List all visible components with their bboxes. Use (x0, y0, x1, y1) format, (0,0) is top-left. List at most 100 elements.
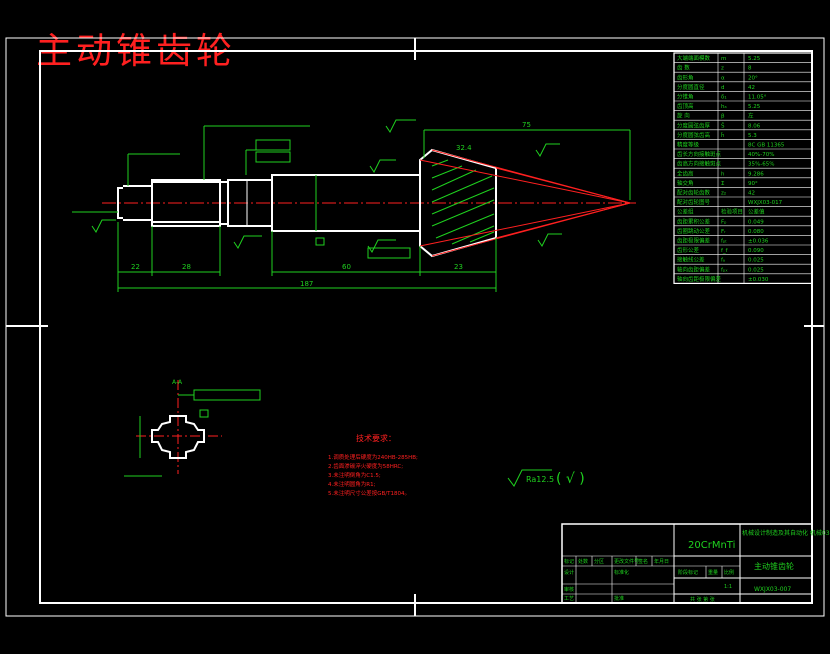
tb-label: 设计 (564, 569, 574, 576)
tb-label: 批准 (614, 595, 624, 602)
table-cell-value: 8C GB 11365 (748, 143, 785, 149)
dim-28: 28 (182, 263, 191, 271)
table-cell-value: 5.3 (748, 133, 757, 139)
tech-req-item: 2.齿面渗碳淬火硬度为58HRC; (328, 462, 403, 470)
table-cell-symbol: α (721, 75, 725, 81)
tb-label: 重量 (708, 569, 718, 576)
tech-req-item: 5.未注明尺寸公差按GB/T1804。 (328, 489, 410, 497)
table-cell-value: 公差值 (748, 208, 765, 216)
tb-label: 审核 (564, 586, 574, 593)
tb-label: 阶段标记 (678, 569, 698, 576)
table-cell-symbol: Fᵣ (721, 229, 726, 235)
table-cell-value: 0.025 (748, 258, 764, 264)
tb-label: 标准化 (614, 569, 629, 576)
table-cell-name: 轴向齿距偏差 (677, 265, 711, 273)
table-cell-name: 分度圆弦齿高 (677, 131, 711, 139)
table-cell-name: 配对齿轮图号 (677, 198, 711, 206)
table-cell-value: 20° (748, 75, 758, 81)
tech-req-item: 4.未注明圆角为R1; (328, 480, 376, 488)
shaft-view: 22 28 60 23 187 75 32.4 (72, 119, 636, 292)
table-cell-name: 齿形角 (677, 73, 694, 81)
table-cell-name: 齿顶高 (677, 102, 694, 110)
table-cell-name: 配对齿轮齿数 (677, 189, 711, 197)
table-cell-value: 0.080 (748, 229, 764, 235)
table-cell-symbol: fₐ (721, 258, 725, 264)
table-cell-value: 40%-70% (748, 152, 774, 158)
table-cell-symbol: 检验项目 (721, 208, 743, 216)
table-cell-name: 分度圆直径 (677, 83, 705, 91)
part-name: 主动锥齿轮 (754, 561, 794, 571)
table-cell-symbol: m (721, 56, 726, 62)
table-cell-value: 42 (748, 85, 755, 91)
tech-req-item: 1.调质处理后硬度为240HB-285HB; (328, 453, 418, 461)
dim-187: 187 (300, 280, 313, 288)
sheet-count: 共 张 第 张 (690, 596, 715, 603)
table-cell-name: 齿长方向接触斑点 (677, 150, 722, 158)
table-cell-symbol: δ₁ (721, 95, 727, 101)
table-cell-symbol: h̄ (720, 132, 725, 139)
tb-label: 分区 (594, 558, 604, 565)
table-cell-name: 分锥角 (677, 93, 694, 101)
table-cell-name: 齿圈跳动公差 (677, 227, 711, 235)
table-cell-name: 齿距极限偏差 (677, 237, 711, 245)
table-cell-symbol: S̄ (721, 122, 725, 129)
svg-text:A-A: A-A (172, 379, 183, 386)
tb-label: 签名 (638, 558, 648, 565)
table-cell-name: 全齿高 (677, 169, 694, 177)
table-cell-name: 齿高方向接触斑点 (677, 160, 722, 168)
table-cell-value: WXJX03-017 (748, 200, 783, 206)
table-cell-symbol: fₚₜ (721, 239, 727, 245)
table-cell-value: 0.025 (748, 267, 764, 273)
table-cell-value: 8.06 (748, 123, 761, 129)
dim-23: 23 (454, 263, 463, 271)
table-cell-name: 大端端面模数 (677, 54, 711, 62)
table-cell-symbol: Σ (721, 181, 725, 187)
dim-60: 60 (342, 263, 351, 271)
table-cell-value: 35%-65% (748, 162, 774, 168)
table-cell-value: 5.25 (748, 104, 761, 110)
dim-32: 32.4 (456, 144, 472, 152)
school-label: 机械设计制造及其自动化 机械03-1班 (742, 529, 830, 537)
table-cell-value: 9.286 (748, 171, 764, 177)
table-cell-value: 8 (748, 66, 752, 72)
table-cell-name: 公差组 (677, 208, 694, 216)
table-cell-value: ±0.036 (748, 239, 769, 245)
tech-req-heading: 技术要求： (356, 433, 396, 443)
general-roughness: Ra12.5 ( √ ) (507, 469, 585, 487)
table-cell-name: 轴向齿距极限偏差 (677, 275, 722, 283)
technical-requirements: 技术要求： 1.调质处理后硬度为240HB-285HB; 2.齿面渗碳淬火硬度为… (328, 433, 418, 497)
table-cell-value: ±0.030 (748, 277, 769, 283)
table-cell-symbol: β (721, 114, 725, 120)
table-cell-name: 轴交角 (677, 179, 694, 187)
table-cell-value: 42 (748, 191, 755, 197)
table-cell-value: 0.090 (748, 248, 764, 254)
title-block: 20CrMnTi 机械设计制造及其自动化 机械03-1班 主动锥齿轮 WXJX0… (561, 523, 830, 604)
table-cell-value: 11.05° (748, 95, 767, 101)
table-cell-value: 0.049 (748, 219, 764, 225)
table-cell-name: 旋 向 (677, 112, 690, 120)
table-cell-symbol: z (721, 66, 724, 72)
table-cell-symbol: fₚₓ (721, 267, 728, 273)
tech-req-item: 3.未注明倒角为C1.5; (328, 471, 381, 479)
table-cell-name: 齿距累积公差 (677, 217, 711, 225)
tb-label: 标记 (564, 558, 574, 565)
table-cell-name: 齿形公差 (677, 246, 700, 254)
dim-22: 22 (131, 263, 140, 271)
material-label: 20CrMnTi (688, 540, 735, 551)
scale-value: 1:1 (724, 584, 732, 590)
gear-head (419, 148, 631, 258)
table-cell-symbol: hₐ (721, 104, 727, 110)
table-cell-symbol: d (721, 85, 725, 91)
roughness-paren: ( √ ) (556, 471, 585, 487)
table-cell-symbol: h (721, 171, 725, 177)
gear-parameter-table: 大端端面模数 m 5.25 齿 数 z 8 齿形角 α 20° 分度圆直径 d 42 分锥角 δ₁ 11.0… (673, 52, 813, 284)
centering-marks (6, 38, 824, 616)
table-cell-value: 5.25 (748, 56, 761, 62)
table-cell-value: 90° (748, 181, 758, 187)
table-cell-symbol: Fₚ (721, 219, 727, 225)
table-cell-name: 齿 数 (677, 64, 690, 72)
table-cell-name: 接触线公差 (677, 256, 705, 264)
table-cell-symbol: z₂ (721, 191, 726, 197)
